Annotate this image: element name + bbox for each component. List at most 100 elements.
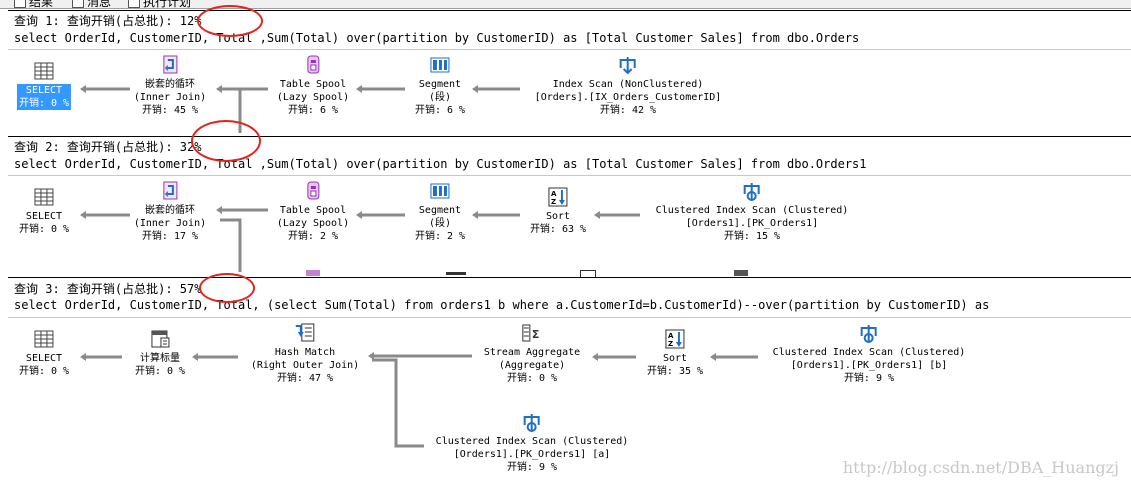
plan-node-q2-nested[interactable]: 嵌套的循环(Inner Join)开销: 17 %: [134, 180, 206, 243]
plan-node-line: SELECT: [25, 353, 63, 364]
table-spool-icon: [306, 270, 320, 276]
plan-node-line: (Inner Join): [133, 92, 207, 103]
query-divider: [8, 175, 1131, 176]
plan-node-q2-select[interactable]: SELECT 开销: 0 %: [19, 186, 69, 236]
plan-node-line: [Orders].[IX_Orders_CustomerID]: [534, 92, 722, 103]
watermark: http://blog.csdn.net/DBA_Huangzj: [842, 458, 1119, 477]
plan-node-q1-segment[interactable]: Segment(段)开销: 6 %: [415, 54, 465, 117]
segment-icon: [446, 272, 466, 275]
plan-node-line: (Inner Join): [133, 218, 207, 229]
plan-node-line: 开销: 9 %: [506, 462, 558, 473]
nested-loops-icon: [159, 180, 181, 202]
plan-node-q3-scan-b[interactable]: Clustered Index Scan (Clustered) [Orders1…: [773, 322, 966, 385]
plan-node-line: [Orders1].[PK_Orders1]: [685, 218, 819, 229]
plan-node-line: SELECT: [25, 211, 63, 222]
plan-node-q3-compute[interactable]: 计算标量开销: 0 %: [135, 328, 185, 378]
plan-node-line: Sort: [545, 211, 571, 222]
plan-node-line: 开销: 0 %: [18, 224, 70, 235]
query-2-header: 查询 2: 查询开销(占总批): 32%: [14, 140, 202, 154]
plan-node-q1-nested[interactable]: 嵌套的循环(Inner Join)开销: 45 %: [134, 54, 206, 117]
message-icon: [72, 0, 84, 8]
compute-scalar-icon: [149, 328, 171, 350]
plan-node-label: SELECT 开销: 0 %: [19, 210, 69, 236]
plan-node-label: Sort 开销: 63 %: [530, 210, 586, 236]
plan-node-line: (段): [428, 92, 452, 103]
plan-node-line: 开销: 63 %: [529, 224, 587, 235]
result-tab-bar: 结果 消息 执行计划: [0, 0, 1131, 9]
tab-messages[interactable]: 消息: [72, 0, 111, 8]
plan-node-line: Clustered Index Scan (Clustered): [772, 347, 966, 358]
plan-node-line: 开销: 0 %: [18, 366, 70, 377]
plan-node-q1-scan[interactable]: Index Scan (NonClustered)[Orders].[IX_Or…: [534, 54, 722, 117]
plan-node-line: (段): [428, 218, 452, 229]
plan-node-q2-scan[interactable]: Clustered Index Scan (Clustered)[Orders1…: [656, 180, 848, 243]
query-3-header: 查询 3: 查询开销(占总批): 57%: [14, 282, 202, 296]
segment-icon: [429, 54, 451, 76]
plan-node-line: 开销: 6 %: [414, 105, 466, 116]
grid-icon: [14, 0, 26, 8]
plan-node-label: Segment(段)开销: 2 %: [415, 204, 465, 243]
select-icon: [33, 328, 55, 350]
select-icon: [33, 186, 55, 208]
plan-icon: [128, 0, 140, 8]
svg-text:A: A: [551, 190, 557, 198]
tab-results[interactable]: 结果: [14, 0, 53, 8]
tab-execution-plan[interactable]: 执行计划: [128, 0, 191, 8]
query-1-header: 查询 1: 查询开销(占总批): 12%: [14, 14, 202, 28]
query-2-sql: select OrderId, CustomerID, Total ,Sum(T…: [14, 157, 867, 171]
stream-aggregate-icon: Σ: [521, 322, 543, 344]
plan-node-label: Stream Aggregate(Aggregate)开销: 0 %: [484, 346, 580, 385]
plan-node-line: (Lazy Spool): [276, 92, 350, 103]
plan-node-line: (Aggregate): [498, 360, 566, 371]
plan-node-q3-scan-a[interactable]: Clustered Index Scan (Clustered)[Orders1…: [435, 411, 629, 474]
segment-icon: [429, 180, 451, 202]
plan-node-line: 开销: 45 %: [141, 105, 199, 116]
plan-node-line: SELECT: [25, 85, 63, 96]
plan-node-label: Segment(段)开销: 6 %: [415, 78, 465, 117]
svg-text:Z: Z: [668, 340, 673, 348]
plan-node-line: 开销: 6 %: [287, 105, 339, 116]
plan-node-label: Table Spool(Lazy Spool)开销: 2 %: [277, 204, 349, 243]
annotation-circle: [191, 120, 261, 162]
svg-text:Z: Z: [551, 198, 556, 206]
clustered-index-scan-icon: [734, 270, 748, 276]
query-separator: [8, 136, 1131, 137]
plan-node-line: 开销: 42 %: [599, 105, 657, 116]
index-scan-icon: [617, 54, 639, 76]
plan-node-q2-segment[interactable]: Segment(段)开销: 2 %: [415, 180, 465, 243]
plan-node-line: 开销: 0 %: [134, 366, 186, 377]
plan-node-q2-spool[interactable]: Table Spool(Lazy Spool)开销: 2 %: [277, 180, 349, 243]
plan-node-line: Clustered Index Scan (Clustered): [435, 436, 629, 447]
svg-text:A: A: [668, 332, 674, 340]
plan-node-label: Hash Match(Right Outer Join)开销: 47 %: [251, 346, 359, 385]
plan-node-line: Segment: [418, 205, 462, 216]
plan-node-q1-spool[interactable]: Table Spool(Lazy Spool)开销: 6 %: [277, 54, 349, 117]
plan-node-label: Table Spool(Lazy Spool)开销: 6 %: [277, 78, 349, 117]
plan-node-q3-hash[interactable]: Hash Match(Right Outer Join)开销: 47 %: [251, 322, 359, 385]
sort-icon: [580, 270, 596, 277]
plan-node-line: 开销: 15 %: [723, 231, 781, 242]
table-spool-icon: [302, 54, 324, 76]
plan-node-line: 开销: 2 %: [287, 231, 339, 242]
annotation-circle: [197, 5, 263, 37]
plan-node-line: 开销: 17 %: [141, 231, 199, 242]
plan-node-label: Clustered Index Scan (Clustered) [Orders1…: [773, 346, 966, 385]
query-divider: [8, 49, 1131, 50]
nested-loops-icon: [159, 54, 181, 76]
plan-node-line: [Orders1].[PK_Orders1] [b]: [790, 360, 948, 371]
query-separator: [8, 277, 1131, 278]
plan-node-q3-select[interactable]: SELECT 开销: 0 %: [19, 328, 69, 378]
clustered-index-scan-icon: [741, 180, 763, 202]
plan-node-line: 开销: 35 %: [646, 366, 704, 377]
plan-node-line: Hash Match: [274, 347, 336, 358]
plan-node-line: 开销: 9 %: [843, 373, 895, 384]
plan-node-line: (Lazy Spool): [276, 218, 350, 229]
